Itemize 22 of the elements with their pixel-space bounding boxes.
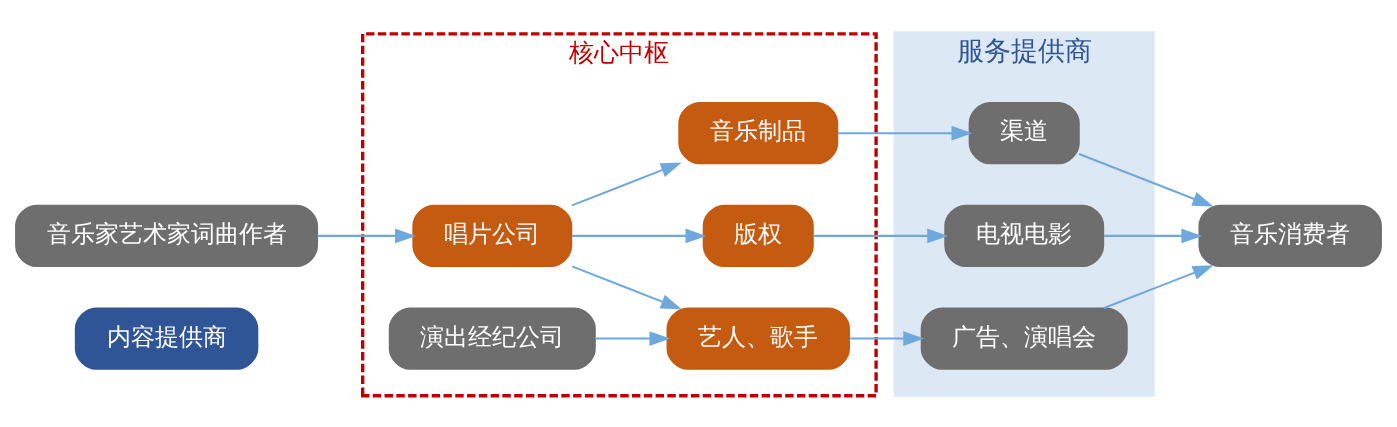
arrow (813, 228, 949, 243)
node-box: 演出经纪公司 (388, 306, 596, 370)
node-box: 版权 (702, 204, 814, 267)
node-box: 渠道 (968, 101, 1080, 164)
arrow (1078, 152, 1214, 206)
node-box: 内容提供商 (74, 306, 259, 370)
arrow (849, 330, 925, 346)
arrow (572, 228, 707, 243)
node-box: 音乐消费者 (1198, 204, 1382, 267)
node-box: 电视电影 (944, 204, 1105, 267)
node-box: 唱片公司 (412, 204, 573, 267)
node-box: 广告、演唱会 (920, 306, 1128, 370)
arrow (571, 162, 682, 206)
arrow (1103, 264, 1214, 309)
arrow (571, 264, 682, 309)
node-box: 音乐家艺术家词曲作者 (15, 204, 319, 267)
node-box: 艺人、歌手 (666, 306, 850, 370)
arrow (595, 330, 671, 346)
arrow (317, 228, 416, 243)
node-box: 音乐制品 (678, 101, 839, 164)
arrow (838, 125, 973, 140)
arrow (1104, 228, 1203, 243)
